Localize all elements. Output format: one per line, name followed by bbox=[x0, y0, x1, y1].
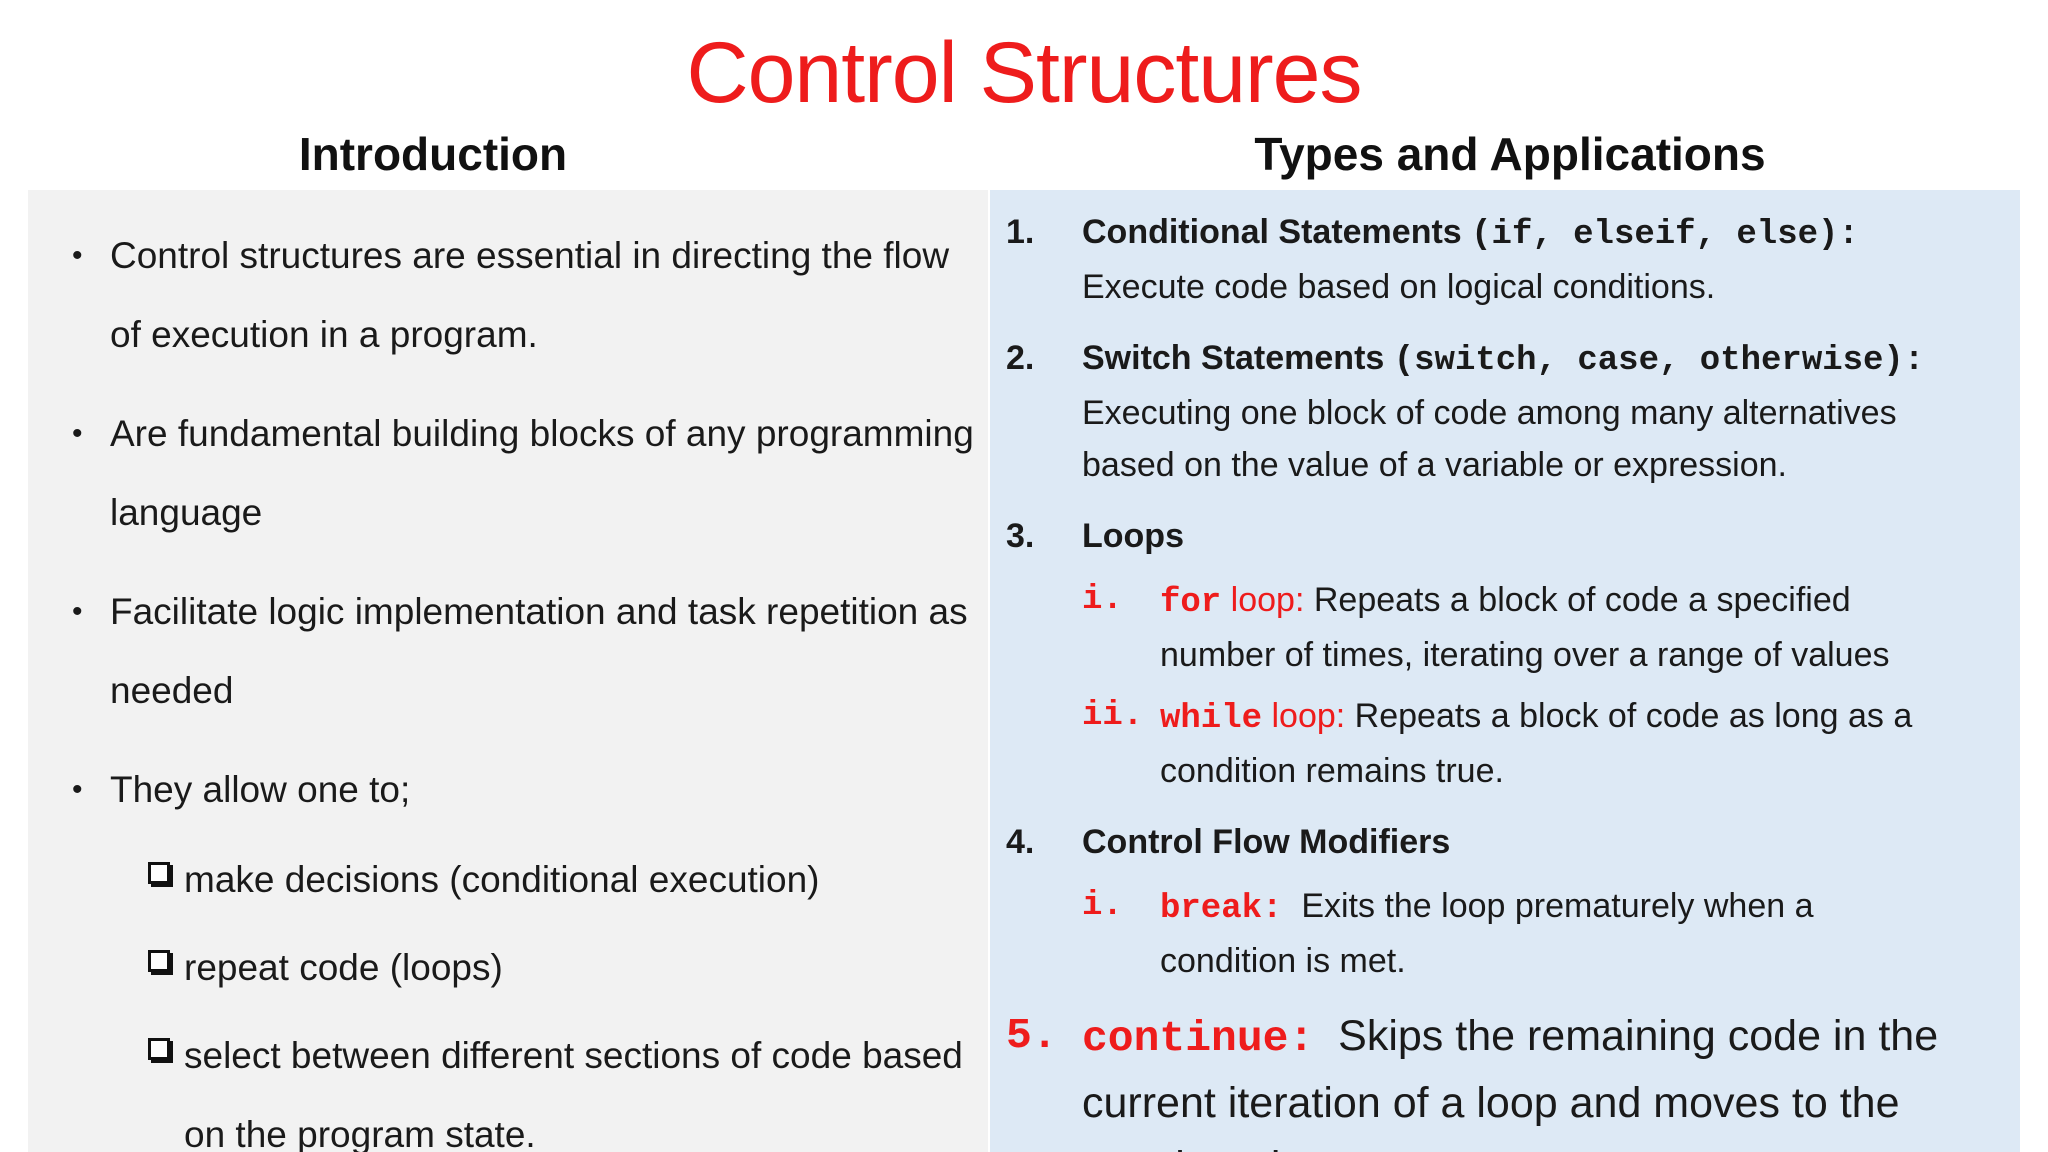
subitem-2: repeat code (loops) bbox=[148, 928, 988, 1007]
subitem-1: make decisions (conditional execution) bbox=[148, 840, 988, 919]
bullet-dot-icon: • bbox=[72, 773, 83, 806]
bullet-2: • Are fundamental building blocks of any… bbox=[72, 394, 980, 552]
checkbox-bullet-icon bbox=[148, 950, 170, 972]
bullet-dot-icon: • bbox=[72, 595, 83, 628]
bullet-4: • They allow one to; bbox=[72, 750, 980, 829]
slide-title: Control Structures bbox=[686, 25, 1362, 121]
bullet-dot-icon: • bbox=[72, 239, 83, 272]
checkbox-bullet-icon bbox=[148, 1038, 170, 1060]
types-panel: 1. Conditional Statements (if, elseif, e… bbox=[990, 190, 2020, 1152]
checkbox-bullet-icon bbox=[148, 862, 170, 884]
introduction-panel: • Control structures are essential in di… bbox=[28, 190, 988, 1152]
bullet-dot-icon: • bbox=[72, 417, 83, 450]
introduction-heading: Introduction bbox=[298, 128, 568, 180]
bullet-1: • Control structures are essential in di… bbox=[72, 216, 980, 374]
bullet-3: • Facilitate logic implementation and ta… bbox=[72, 572, 980, 730]
types-heading: Types and Applications bbox=[1254, 128, 1766, 180]
subitem-3: select between different sections of cod… bbox=[148, 1016, 988, 1152]
